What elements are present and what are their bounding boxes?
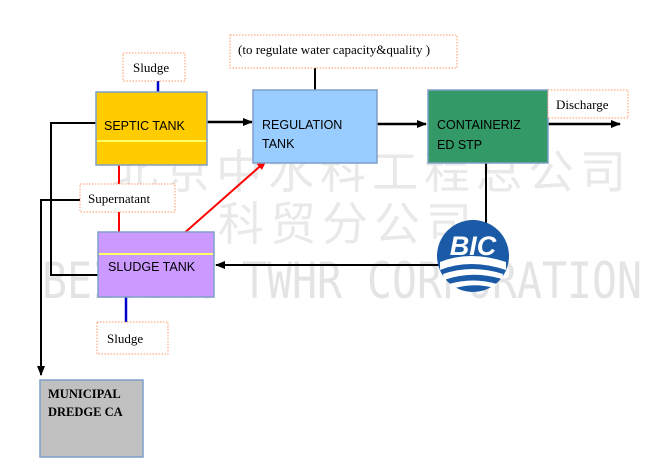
note-discharge: Discharge [547,89,629,119]
municipal-dredge-box: MUNICIPAL DREDGE CA [39,379,144,458]
sludge-tank-box: SLUDGE TANK [97,231,215,298]
note-discharge-text: Discharge [556,97,609,112]
note-regulate-text: (to regulate water capacity&quality ) [238,42,430,57]
regulation-tank-label-1: REGULATION [262,118,342,132]
note-supernatant-text: Supernatant [88,191,150,206]
regulation-tank-label-2: TANK [262,137,295,151]
municipal-label-2: DREDGE CA [48,405,123,419]
septic-tank-box: SEPTIC TANK [95,91,208,166]
red-link-sludge-to-regulation [172,160,267,244]
flow-to-municipal [37,199,80,376]
bic-logo: BIC [437,220,509,292]
watermark-chinese-line2: 科贸分公司 [218,197,478,251]
stp-label-1: CONTAINERIZ [437,118,521,132]
septic-tank-label: SEPTIC TANK [104,119,185,133]
stp-label-2: ED STP [437,138,482,152]
note-sludge-bottom-text: Sludge [107,331,143,346]
regulation-tank-box: REGULATION TANK [252,89,378,164]
note-sludge-top: Sludge [122,52,186,82]
sludge-tank-label: SLUDGE TANK [108,260,196,274]
note-sludge-top-text: Sludge [133,60,169,75]
note-sludge-bottom: Sludge [96,321,169,355]
bic-logo-text: BIC [450,231,497,261]
containerized-stp-box: CONTAINERIZ ED STP [427,89,549,164]
note-supernatant: Supernatant [79,183,176,213]
note-regulate: (to regulate water capacity&quality ) [229,34,458,69]
municipal-label-1: MUNICIPAL [48,387,121,401]
